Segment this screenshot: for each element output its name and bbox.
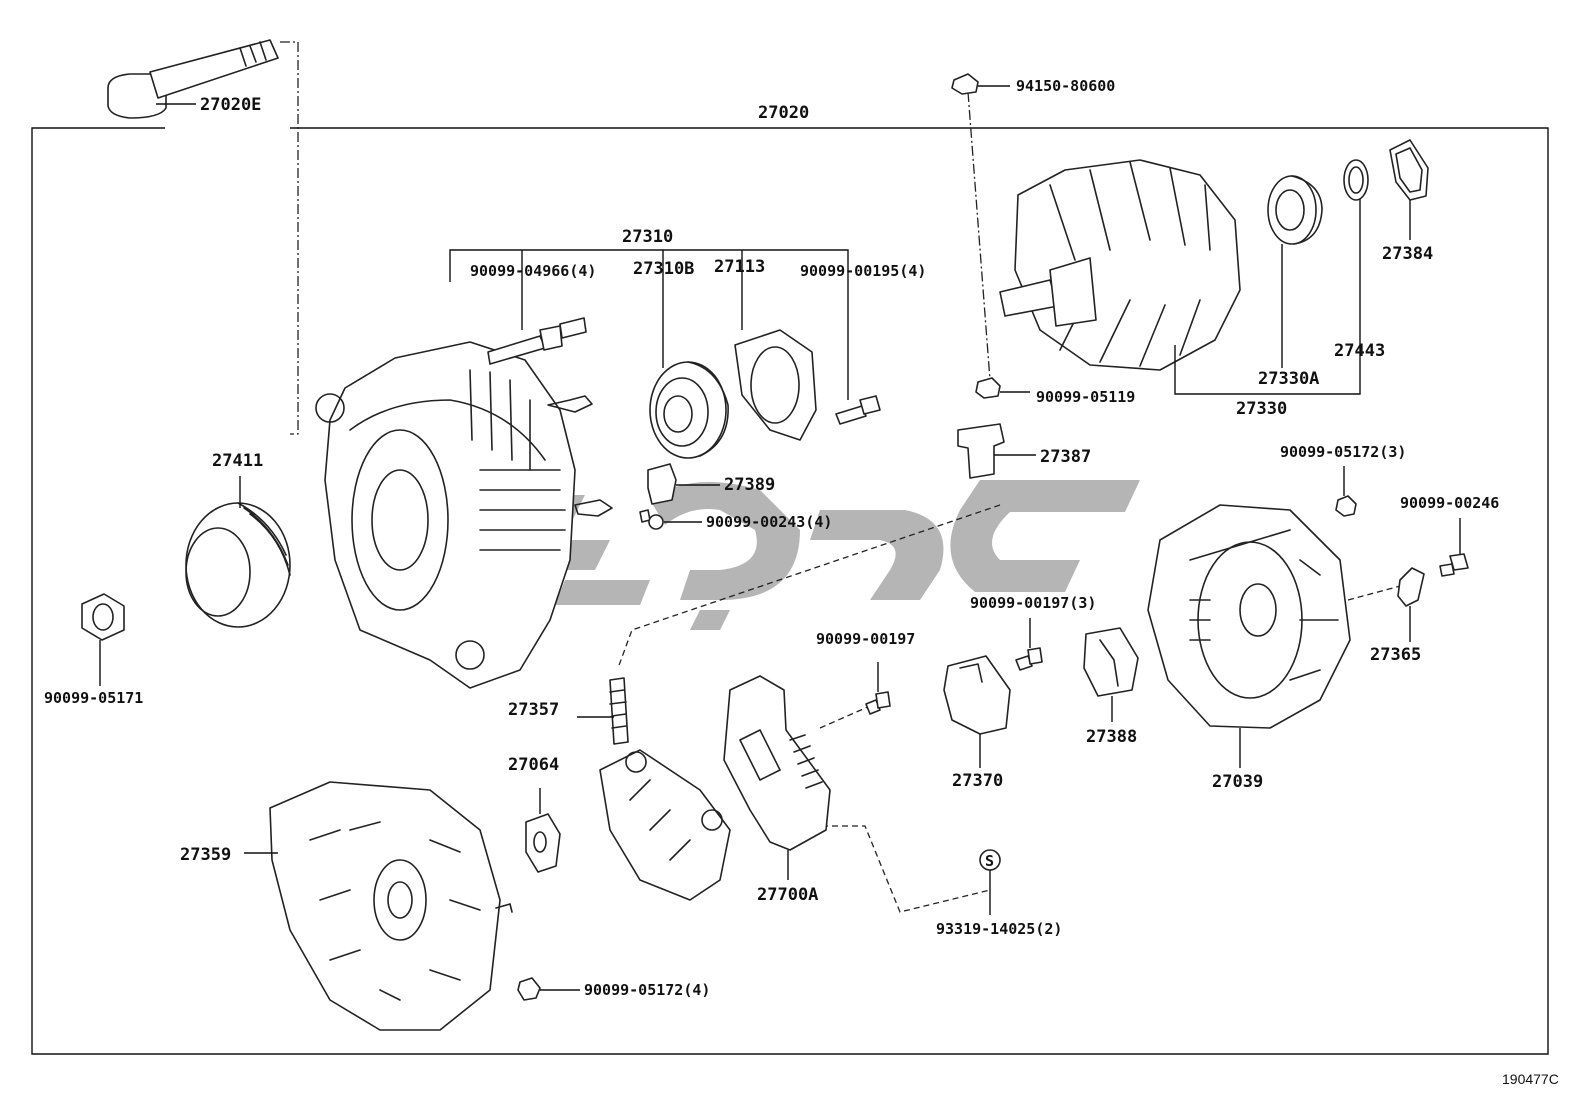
label-27330A: 27330A [1258, 369, 1319, 389]
terminal-cover-27388-part [1083, 627, 1139, 697]
label-90099-05119: 90099-05119 [1036, 388, 1135, 406]
rear-bearing-part [1267, 175, 1323, 245]
s-bolt-line [822, 825, 991, 913]
label-27388: 27388 [1086, 727, 1137, 747]
label-93319-14025: 93319-14025(2) [936, 920, 1062, 938]
nut-05172-4-part [517, 977, 541, 1001]
label-27384: 27384 [1382, 244, 1433, 264]
label-27064: 27064 [508, 755, 559, 775]
brush-holder-cover-part [943, 655, 1011, 735]
s-marker-letter: S [985, 852, 994, 870]
label-27387: 27387 [1040, 447, 1091, 467]
label-27310B: 27310B [633, 259, 694, 279]
retainer-screw-part [835, 395, 881, 425]
screw-00197-3-part [1015, 647, 1043, 671]
insulator-27389-part [647, 463, 677, 505]
label-27357: 27357 [508, 700, 559, 720]
label-90099-00197-3: 90099-00197(3) [970, 594, 1096, 612]
nut-axis-line [967, 91, 991, 381]
assembly-frame [31, 127, 1549, 1055]
label-27359: 27359 [180, 845, 231, 865]
rear-end-frame-part [1147, 504, 1351, 729]
cover-axis-line [1347, 584, 1405, 601]
regulator-screw-line [819, 705, 871, 729]
bearing-cover-part [1389, 139, 1429, 201]
screw-00197-part [865, 691, 891, 715]
drive-end-frame-part [315, 341, 613, 689]
rotor-assembly-part [999, 159, 1241, 371]
screw-00246-part [1439, 553, 1469, 577]
s-marker: S [979, 849, 1001, 871]
nut-05172-3-part [1335, 495, 1357, 517]
terminal-nut-part [975, 377, 1001, 399]
label-27310: 27310 [622, 227, 673, 247]
label-27020E: 27020E [200, 95, 261, 115]
label-27020: 27020 [758, 103, 809, 123]
clip-27365-part [1397, 567, 1425, 607]
bearing-ring-part [1343, 159, 1369, 201]
label-90099-05172-4: 90099-05172(4) [584, 981, 710, 999]
label-90099-00195: 90099-00195(4) [800, 262, 926, 280]
insulator-plate-part [525, 813, 561, 873]
rear-cover-part [269, 781, 513, 1031]
label-90099-04966: 90099-04966(4) [470, 262, 596, 280]
screw-00243-part [639, 509, 664, 530]
label-94150-80600: 94150-80600 [1016, 77, 1115, 95]
pulley-part [185, 502, 291, 628]
label-27370: 27370 [952, 771, 1003, 791]
label-27330: 27330 [1236, 399, 1287, 419]
pulley-nut-part [81, 593, 125, 641]
label-27365: 27365 [1370, 645, 1421, 665]
bearing-retainer-part [734, 329, 817, 441]
label-90099-05172-3: 90099-05172(3) [1280, 443, 1406, 461]
stud-bolt-part [487, 317, 587, 365]
bolt-axis-line [280, 41, 299, 435]
voltage-regulator-part [723, 675, 831, 851]
terminal-axis-line [617, 504, 1001, 669]
label-27113: 27113 [714, 257, 765, 277]
rectifier-part [599, 677, 731, 901]
label-90099-00243: 90099-00243(4) [706, 513, 832, 531]
label-27039: 27039 [1212, 772, 1263, 792]
label-27700A: 27700A [757, 885, 818, 905]
front-bearing-part [649, 361, 729, 459]
bracket-27310 [449, 249, 849, 400]
drawing-code: 190477C [1502, 1071, 1559, 1087]
terminal-insulator-part [957, 423, 1005, 479]
label-90099-00246: 90099-00246 [1400, 494, 1499, 512]
label-27443: 27443 [1334, 341, 1385, 361]
label-27411: 27411 [212, 451, 263, 471]
hex-nut-top-part [951, 73, 979, 95]
through-bolt-part [107, 39, 279, 119]
label-90099-00197: 90099-00197 [816, 630, 915, 648]
label-90099-05171: 90099-05171 [44, 689, 143, 707]
label-27389: 27389 [724, 475, 775, 495]
